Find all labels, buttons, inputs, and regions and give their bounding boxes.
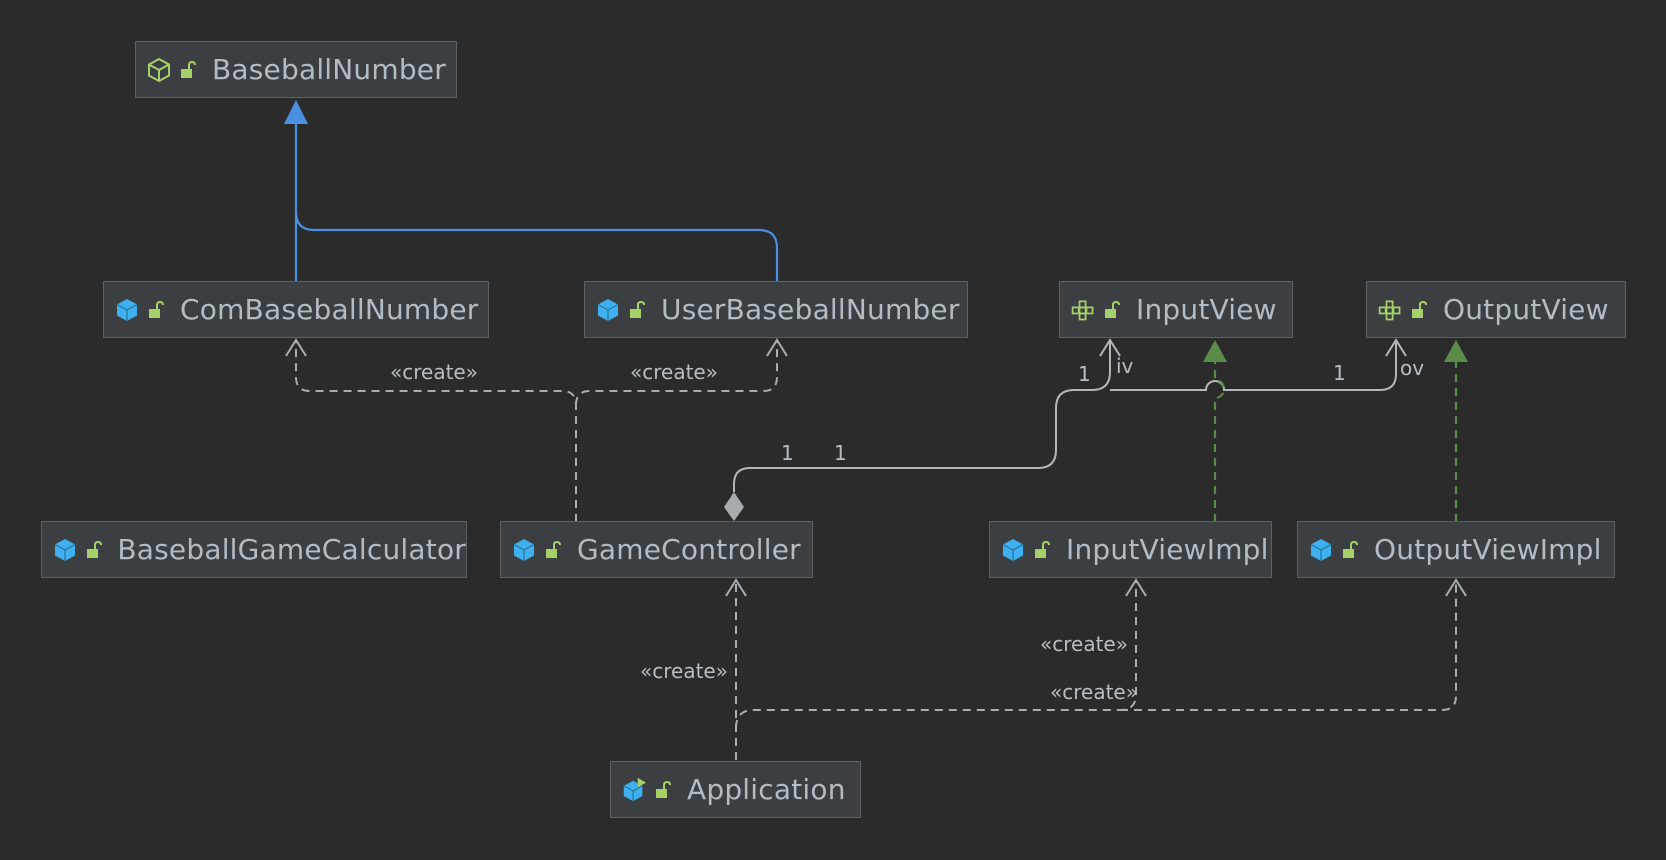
realization-arrowhead-input — [1203, 340, 1227, 362]
lock-open-icon — [627, 299, 647, 321]
node-label: GameController — [577, 533, 801, 566]
multiplicity-gc-iv: 1 — [781, 441, 794, 465]
runnable-class-icon — [621, 777, 647, 803]
role-ov: ov — [1400, 356, 1424, 380]
realization-edge-input — [1213, 360, 1226, 522]
lock-open-icon — [1340, 539, 1360, 561]
node-label: ComBaseballNumber — [180, 293, 479, 326]
interface-icon — [1070, 297, 1096, 323]
abstract-class-icon — [146, 57, 172, 83]
multiplicity-ov-target: 1 — [1333, 361, 1346, 385]
lock-open-icon — [1032, 539, 1052, 561]
node-label: OutputView — [1443, 293, 1609, 326]
dependency-edge-create-outputimpl — [1120, 582, 1457, 711]
association-edge-inputview — [733, 342, 1111, 492]
node-output-view[interactable]: OutputView — [1366, 281, 1626, 338]
lock-open-icon — [543, 539, 563, 561]
interface-icon — [1377, 297, 1403, 323]
edge-label-create-outputimpl: «create» — [1050, 680, 1138, 704]
dependency-arrowhead-outputimpl — [1445, 578, 1467, 597]
dependency-arrowhead-com — [285, 338, 307, 357]
edge-label-create-gamecontroller: «create» — [640, 659, 728, 683]
node-label: UserBaseballNumber — [661, 293, 960, 326]
lock-open-icon — [178, 59, 198, 81]
edge-label-create-inputimpl: «create» — [1040, 632, 1128, 656]
lock-open-icon — [1102, 299, 1122, 321]
dependency-arrowhead-gamecontroller — [725, 578, 747, 597]
dependency-edge-create-user — [575, 342, 778, 406]
dependency-arrowhead-user — [766, 338, 788, 357]
node-input-view[interactable]: InputView — [1059, 281, 1293, 338]
dependency-arrowhead-inputimpl — [1125, 578, 1147, 597]
class-icon — [1308, 537, 1334, 563]
lock-open-icon — [653, 779, 673, 801]
class-icon — [52, 537, 78, 563]
node-baseball-number[interactable]: BaseballNumber — [135, 41, 457, 98]
realization-arrowhead-output — [1444, 340, 1468, 362]
node-user-baseball-number[interactable]: UserBaseballNumber — [584, 281, 968, 338]
node-label: BaseballNumber — [212, 53, 446, 86]
lock-open-icon — [1409, 299, 1429, 321]
node-label: InputView — [1136, 293, 1277, 326]
lock-open-icon — [146, 299, 166, 321]
composition-diamond — [724, 492, 744, 521]
node-output-view-impl[interactable]: OutputViewImpl — [1297, 521, 1615, 578]
node-input-view-impl[interactable]: InputViewImpl — [989, 521, 1272, 578]
node-label: OutputViewImpl — [1374, 533, 1602, 566]
node-com-baseball-number[interactable]: ComBaseballNumber — [103, 281, 489, 338]
role-iv: iv — [1116, 354, 1134, 378]
multiplicity-iv-target: 1 — [1078, 362, 1091, 386]
node-baseball-game-calculator[interactable]: BaseballGameCalculator — [41, 521, 467, 578]
node-application[interactable]: Application — [610, 761, 861, 818]
edge-label-create-com: «create» — [390, 360, 478, 384]
generalization-arrowhead — [284, 100, 308, 124]
edge-label-create-user: «create» — [630, 360, 718, 384]
association-arrowhead-iv — [1099, 338, 1121, 357]
association-edge-outputview — [1110, 342, 1397, 391]
node-label: InputViewImpl — [1066, 533, 1269, 566]
class-icon — [511, 537, 537, 563]
class-icon — [1000, 537, 1026, 563]
dependency-edge-create-com — [295, 342, 577, 522]
class-icon — [114, 297, 140, 323]
lock-open-icon — [84, 539, 103, 561]
association-arrowhead-ov — [1385, 338, 1407, 357]
multiplicity-gc-ov: 1 — [834, 441, 847, 465]
class-icon — [595, 297, 621, 323]
node-label: Application — [687, 773, 846, 806]
node-label: BaseballGameCalculator — [117, 533, 466, 566]
node-game-controller[interactable]: GameController — [500, 521, 813, 578]
generalization-edge-user — [294, 211, 779, 282]
